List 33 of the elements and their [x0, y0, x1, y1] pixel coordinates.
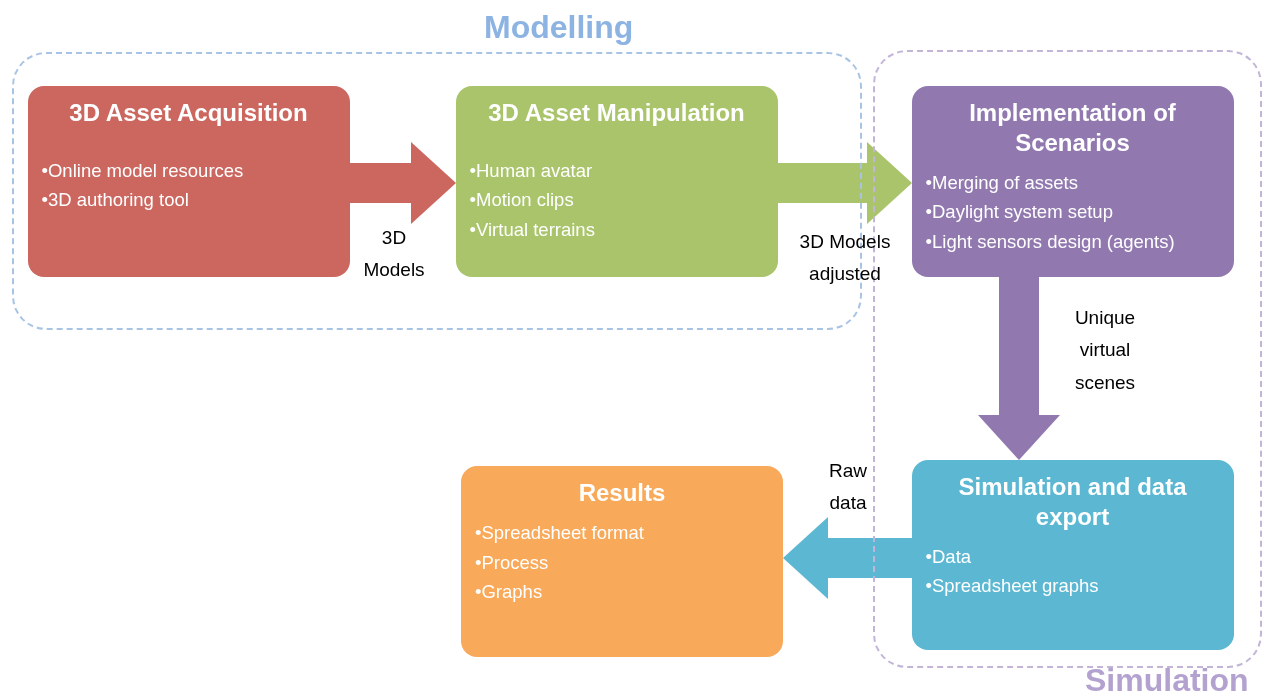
bullet-item: •Graphs [475, 580, 544, 605]
edge-label: 3D Models adjusted [798, 230, 892, 287]
edge-label: Raw data [828, 459, 868, 516]
process-box [911, 459, 1234, 650]
process-box [461, 466, 783, 657]
bullet-item: •Spreadsheet graphs [925, 574, 1100, 599]
bullet-item: •Data [925, 544, 973, 569]
bullet-item: •Spreadsheet format [475, 521, 645, 545]
bullet-item: •Light sensors design (agents) [925, 229, 1176, 254]
bullet-item: •Motion clips [469, 188, 575, 213]
box-heading: 3D Asset Acquisition [68, 97, 309, 128]
block-arrow [350, 142, 456, 224]
block-arrow [978, 277, 1060, 460]
bullet-item: •3D authoring tool [41, 188, 190, 213]
box-heading: 3D Asset Manipulation [487, 97, 746, 128]
bullet-item: •Online model resources [41, 158, 245, 183]
bullet-item: •Human avatar [469, 158, 594, 183]
bullet-item: •Merging of assets [925, 170, 1079, 195]
block-arrow [778, 142, 912, 224]
edge-label: 3D Models [362, 226, 426, 283]
bullet-item: •Process [475, 550, 550, 575]
edge-label: Unique virtual scenes [1073, 306, 1137, 395]
process-box [27, 85, 350, 277]
box-heading: Implementation of Scenarios [968, 97, 1177, 158]
process-box [911, 85, 1234, 277]
group-heading: Modelling [484, 9, 634, 46]
group-heading: Simulation [1085, 662, 1249, 699]
bullet-item: •Virtual terrains [469, 217, 596, 242]
block-arrow [783, 517, 912, 599]
process-box [455, 85, 778, 277]
bullet-item: •Daylight system setup [925, 200, 1114, 225]
box-heading: Results [577, 478, 667, 508]
box-heading: Simulation and data export [957, 471, 1188, 532]
